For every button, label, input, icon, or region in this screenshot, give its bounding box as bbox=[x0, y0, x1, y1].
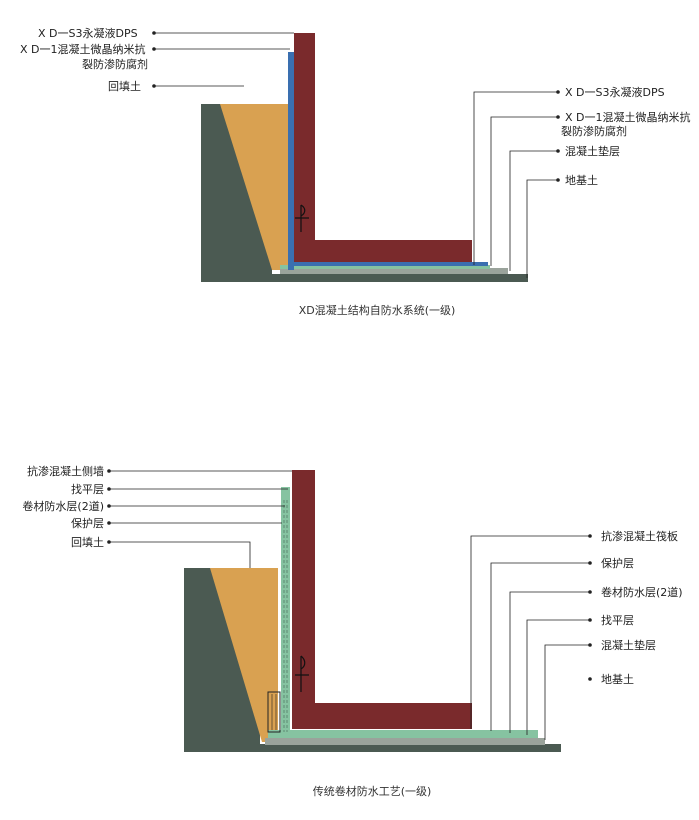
label-left-wall: 抗渗混凝土侧墙 bbox=[27, 464, 104, 478]
label-right-cushion: 混凝土垫层 bbox=[565, 144, 620, 158]
label-left-protective: 保护层 bbox=[71, 516, 104, 530]
dps-coating-slab bbox=[288, 262, 488, 266]
protective-brick bbox=[267, 691, 281, 733]
label-left-xd1-line1: X D一1混凝土微晶纳米抗 bbox=[20, 42, 146, 56]
label-left-dps: X D一S3永凝液DPS bbox=[38, 26, 138, 40]
caption-diagram1: XD混凝土结构自防水系统(一级) bbox=[299, 303, 456, 317]
rebar-mark bbox=[295, 204, 309, 232]
label-right-foundation: 地基土 bbox=[565, 174, 598, 187]
label-right-leveling: 找平层 bbox=[601, 613, 634, 627]
label-right-dps: X D一S3永凝液DPS bbox=[565, 85, 665, 99]
label-right-foundation: 地基土 bbox=[601, 673, 634, 686]
diagram-traditional-membrane: 抗渗混凝土侧墙 找平层 卷材防水层(2道) 保护层 回填土 抗渗混凝土筏板 保护… bbox=[22, 464, 682, 798]
concrete-structure bbox=[294, 33, 472, 265]
label-left-backfill: 回填土 bbox=[71, 535, 104, 549]
label-right-xd1-line1: X D一1混凝土微晶纳米抗 bbox=[565, 110, 691, 124]
diagram-xd-system: X D一S3永凝液DPS X D一1混凝土微晶纳米抗 裂防渗防腐剂 回填土 X … bbox=[20, 26, 691, 317]
label-right-membrane: 卷材防水层(2道) bbox=[601, 585, 683, 599]
label-right-cushion: 混凝土垫层 bbox=[601, 638, 656, 652]
caption-diagram2: 传统卷材防水工艺(一级) bbox=[313, 784, 432, 798]
foundation-strip bbox=[201, 274, 528, 282]
label-right-raft: 抗渗混凝土筏板 bbox=[601, 529, 678, 543]
label-left-membrane: 卷材防水层(2道) bbox=[22, 499, 104, 513]
label-left-xd1-line2: 裂防渗防腐剂 bbox=[82, 57, 148, 71]
concrete-structure bbox=[292, 470, 472, 729]
cushion-layer bbox=[280, 268, 508, 274]
dps-coating-wall bbox=[288, 52, 294, 270]
label-right-xd1-line2: 裂防渗防腐剂 bbox=[561, 124, 627, 138]
backfill-soil bbox=[220, 104, 288, 270]
label-left-backfill: 回填土 bbox=[108, 79, 141, 93]
leveling-layer-wall bbox=[281, 487, 290, 732]
cushion-layer bbox=[265, 738, 545, 745]
rebar-mark bbox=[295, 655, 309, 692]
backfill-soil bbox=[210, 568, 278, 742]
leveling-layer-slab bbox=[268, 730, 538, 738]
label-left-leveling: 找平层 bbox=[71, 482, 104, 496]
foundation-strip bbox=[184, 744, 561, 752]
label-right-protective: 保护层 bbox=[601, 556, 634, 570]
green-base-layer bbox=[280, 265, 490, 269]
